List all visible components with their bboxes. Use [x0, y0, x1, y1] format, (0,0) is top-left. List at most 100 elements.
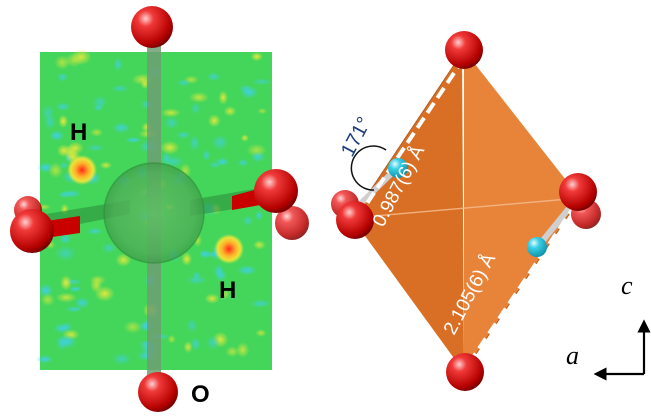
- density-speckle: [183, 341, 193, 354]
- density-speckle: [240, 134, 249, 142]
- density-speckle: [257, 108, 268, 115]
- oxygen-atom-right: [254, 169, 298, 213]
- oxygen-atoms-left: [10, 6, 309, 412]
- density-speckle: [219, 288, 231, 300]
- central-atom-sphere: [103, 162, 205, 264]
- density-speckle: [211, 134, 229, 151]
- oxygen-atom-bottom: [138, 372, 178, 412]
- density-speckle: [89, 275, 107, 285]
- density-speckle: [213, 264, 225, 278]
- axis-indicator: c a: [566, 271, 651, 381]
- angle-label: 171°: [337, 113, 376, 160]
- density-speckle: [206, 72, 221, 82]
- oxygen-atom-right-back: [275, 206, 309, 240]
- density-speckle: [115, 253, 132, 267]
- density-speckle: [66, 141, 84, 155]
- density-speckle: [54, 245, 77, 262]
- density-speckle: [59, 161, 69, 169]
- density-speckle: [190, 102, 202, 114]
- h-bond-dashed-bottom: [468, 202, 578, 364]
- density-speckle: [101, 242, 117, 254]
- density-speckle: [176, 131, 191, 139]
- density-speckle: [56, 334, 77, 349]
- density-speckle: [112, 352, 132, 366]
- density-speckle: [60, 275, 72, 291]
- density-speckle: [223, 106, 237, 117]
- density-speckle: [246, 143, 267, 157]
- density-speckle: [48, 162, 63, 179]
- density-speckle: [218, 90, 228, 105]
- density-speckle: [65, 306, 83, 313]
- density-speckle: [68, 285, 82, 293]
- density-speckle: [225, 346, 239, 358]
- density-speckle: [90, 128, 104, 137]
- density-speckle: [99, 161, 113, 170]
- density-speckle: [58, 114, 69, 128]
- density-map-panel: H H O: [10, 6, 309, 412]
- axis-a-label: a: [566, 341, 579, 370]
- density-speckle: [86, 227, 104, 235]
- density-speckle: [123, 320, 142, 334]
- hydrogen-density-peak-top: [67, 155, 97, 185]
- oxygen-atom-right-right: [559, 173, 597, 211]
- hydrogen-atom-right: [527, 237, 547, 257]
- label-h-top: H: [70, 119, 87, 146]
- density-speckle: [240, 85, 259, 99]
- density-speckle: [254, 210, 264, 221]
- hydrogen-density-peak-bottom: [214, 234, 244, 264]
- density-speckle: [207, 114, 221, 128]
- density-speckle: [204, 293, 220, 304]
- density-speckle: [58, 233, 72, 245]
- density-speckle: [74, 296, 91, 309]
- density-speckle: [113, 57, 123, 72]
- density-speckle: [253, 240, 266, 250]
- density-speckle: [64, 52, 84, 68]
- density-speckle: [236, 265, 257, 276]
- density-speckle: [236, 342, 250, 358]
- density-speckle: [255, 329, 267, 337]
- density-speckle: [40, 293, 55, 307]
- density-speckle: [111, 84, 129, 93]
- density-speckle: [55, 292, 77, 303]
- oxygen-atom-left-right: [336, 201, 374, 239]
- density-speckle: [161, 108, 181, 118]
- density-speckle: [181, 252, 193, 266]
- axis-c-label: c: [621, 271, 633, 300]
- density-speckle: [190, 337, 201, 351]
- density-speckle: [160, 140, 180, 155]
- angle-arc: [350, 145, 387, 191]
- octahedron-edge-mid: [351, 197, 581, 219]
- density-speckle: [92, 95, 108, 109]
- density-speckle: [177, 79, 191, 87]
- density-speckle: [125, 137, 142, 143]
- density-speckle: [208, 161, 222, 169]
- oxygen-atom-top-right: [445, 31, 483, 69]
- density-speckle: [249, 299, 271, 308]
- density-speckle: [250, 52, 263, 62]
- label-h-bottom: H: [219, 277, 236, 304]
- density-speckle: [36, 355, 54, 364]
- density-speckle: [44, 114, 56, 130]
- density-speckle: [189, 135, 200, 152]
- density-speckle: [57, 72, 68, 82]
- octahedron-face-left: [352, 50, 464, 372]
- density-speckle: [163, 116, 180, 130]
- octahedron-panel: 171° 0.987(6) Å 2.105(6) Å: [331, 31, 601, 391]
- oxygen-atom-left: [10, 209, 54, 253]
- density-speckle: [49, 129, 65, 142]
- density-speckle: [55, 102, 71, 111]
- label-o: O: [191, 381, 210, 408]
- density-speckle: [188, 91, 209, 103]
- oxygen-atom-bottom-right: [446, 353, 484, 391]
- density-speckle: [186, 318, 198, 333]
- density-speckle: [242, 215, 254, 227]
- hydrogen-atom-left: [388, 158, 408, 178]
- density-speckle: [251, 78, 272, 85]
- oxygen-atom-top: [131, 6, 173, 48]
- density-speckle: [185, 275, 207, 285]
- density-speckle: [198, 249, 211, 259]
- density-speckle: [237, 158, 249, 167]
- density-speckle: [205, 335, 220, 350]
- density-speckle: [86, 144, 106, 152]
